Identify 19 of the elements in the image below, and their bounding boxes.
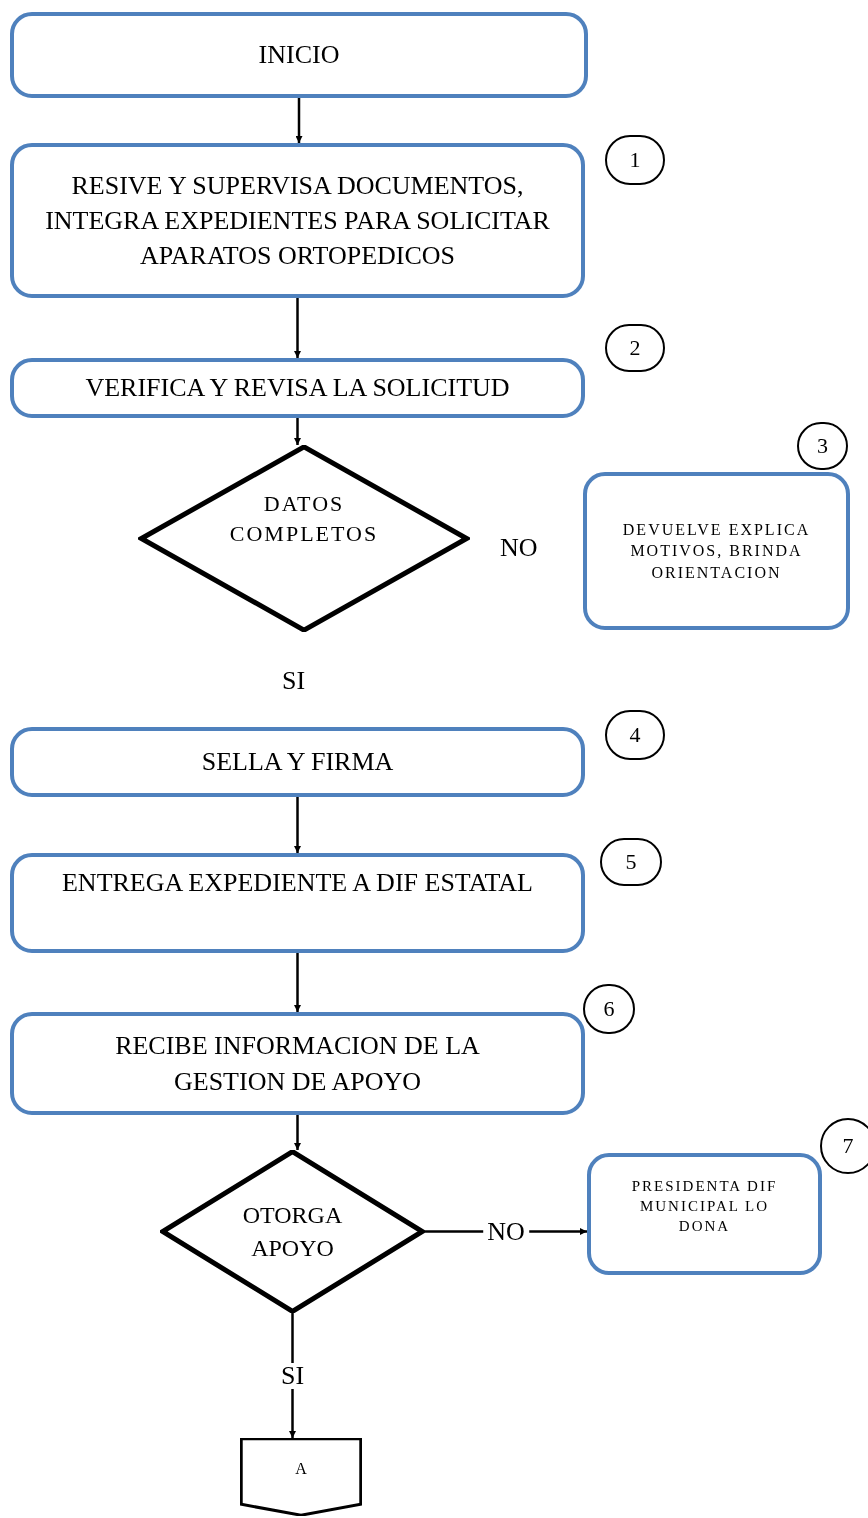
process-box: VERIFICA Y REVISA LA SOLICITUD	[10, 358, 585, 418]
arrow	[295, 98, 303, 143]
arrow	[294, 418, 301, 445]
off-page-connector: A	[240, 1438, 362, 1516]
branch-label: SI	[282, 668, 306, 694]
process-box: INICIO	[10, 12, 588, 98]
arrow	[294, 953, 301, 1012]
branch-label: NO	[500, 535, 538, 561]
arrow	[294, 797, 301, 853]
arrow	[294, 1115, 301, 1150]
process-box: RESIVE Y SUPERVISA DOCUMENTOS, INTEGRA EXPEDIENTES PARA SOLICITAR APARATOS ORTOPEDICOS	[10, 143, 585, 298]
process-box: PRESIDENTA DIF MUNICIPAL LO DONA	[587, 1153, 822, 1275]
decision-diamond: OTORGA APOYO	[160, 1150, 425, 1313]
process-box: ENTREGA EXPEDIENTE A DIF ESTATAL	[10, 853, 585, 953]
decision-diamond: DATOS COMPLETOS	[138, 445, 470, 632]
process-box: SELLA Y FIRMA	[10, 727, 585, 797]
process-box: RECIBE INFORMACION DE LA GESTION DE APOYO	[10, 1012, 585, 1115]
process-box: DEVUELVE EXPLICA MOTIVOS, BRINDA ORIENTACION	[583, 472, 850, 630]
arrow	[294, 298, 301, 358]
